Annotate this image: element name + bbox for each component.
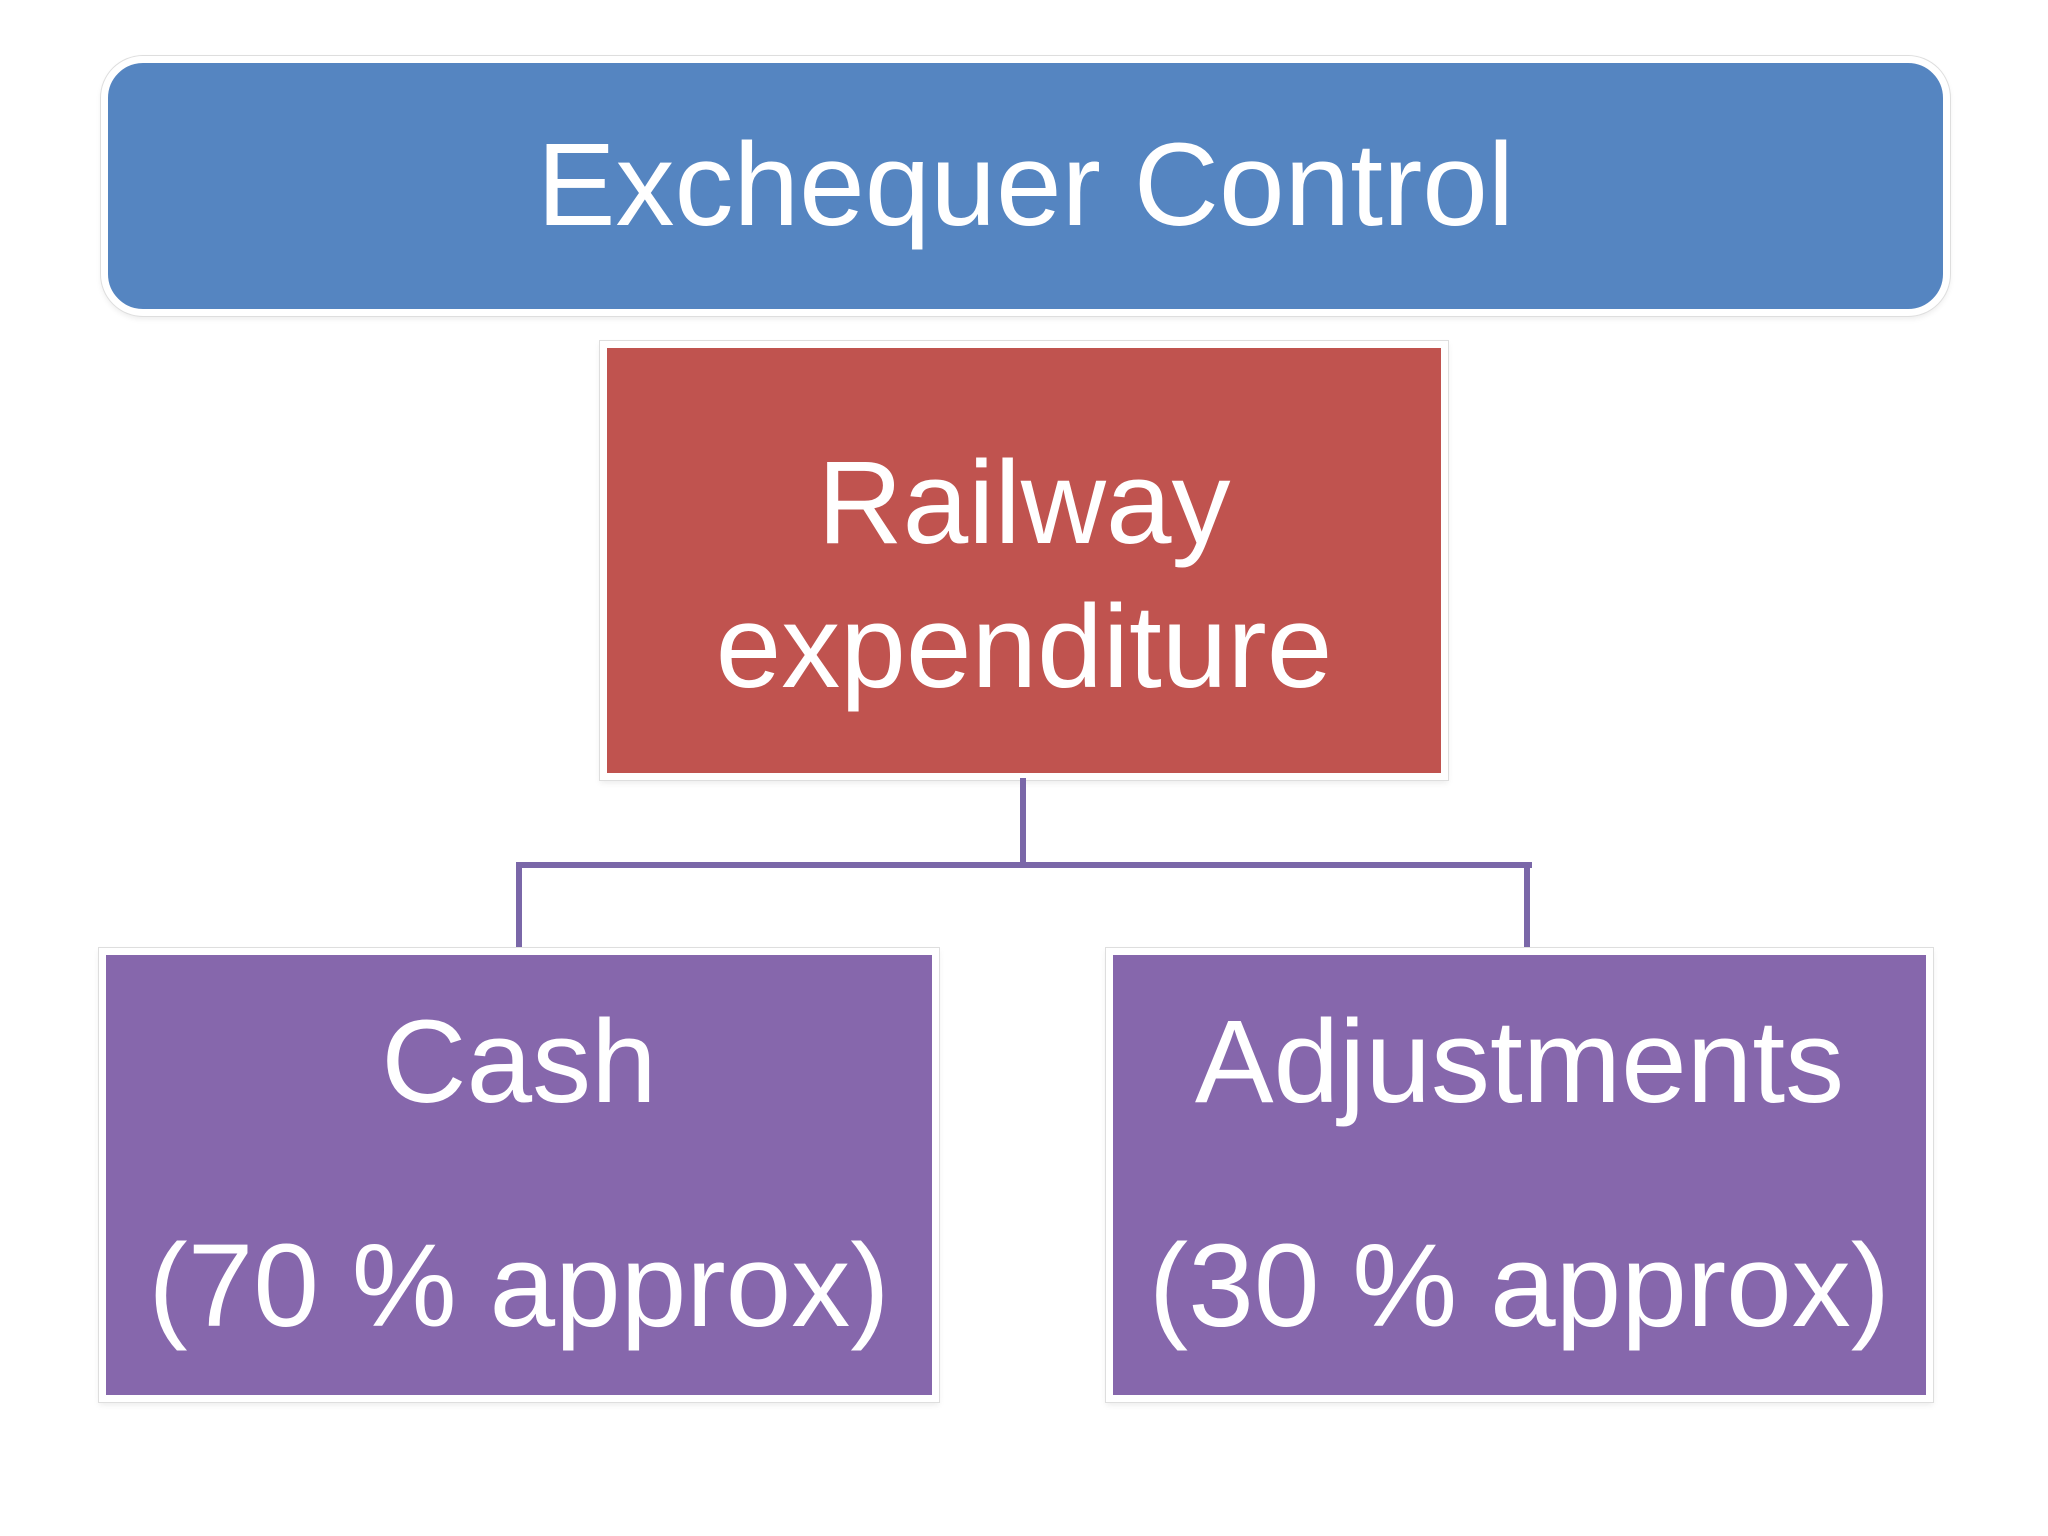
node-label-line: (30 % approx) [1148,1220,1891,1352]
connector-horizontal [516,862,1532,868]
connector-stem [1020,778,1026,868]
connector-drop-right [1524,862,1530,952]
node-label-line: expenditure [715,580,1333,713]
node-label-line: Railway [817,436,1231,569]
connector-drop-left [516,862,522,952]
node-cash: Cash (70 % approx) [99,948,939,1402]
node-label-line: Cash [381,996,657,1129]
node-exchequer-control: Exchequer Control [101,56,1950,316]
node-railway-expenditure: Railway expenditure [600,341,1448,780]
node-label: Exchequer Control [536,119,1515,252]
node-label-line: Adjustments [1194,996,1845,1129]
node-label-line: (70 % approx) [148,1220,890,1352]
node-adjustments: Adjustments (30 % approx) [1106,948,1933,1402]
